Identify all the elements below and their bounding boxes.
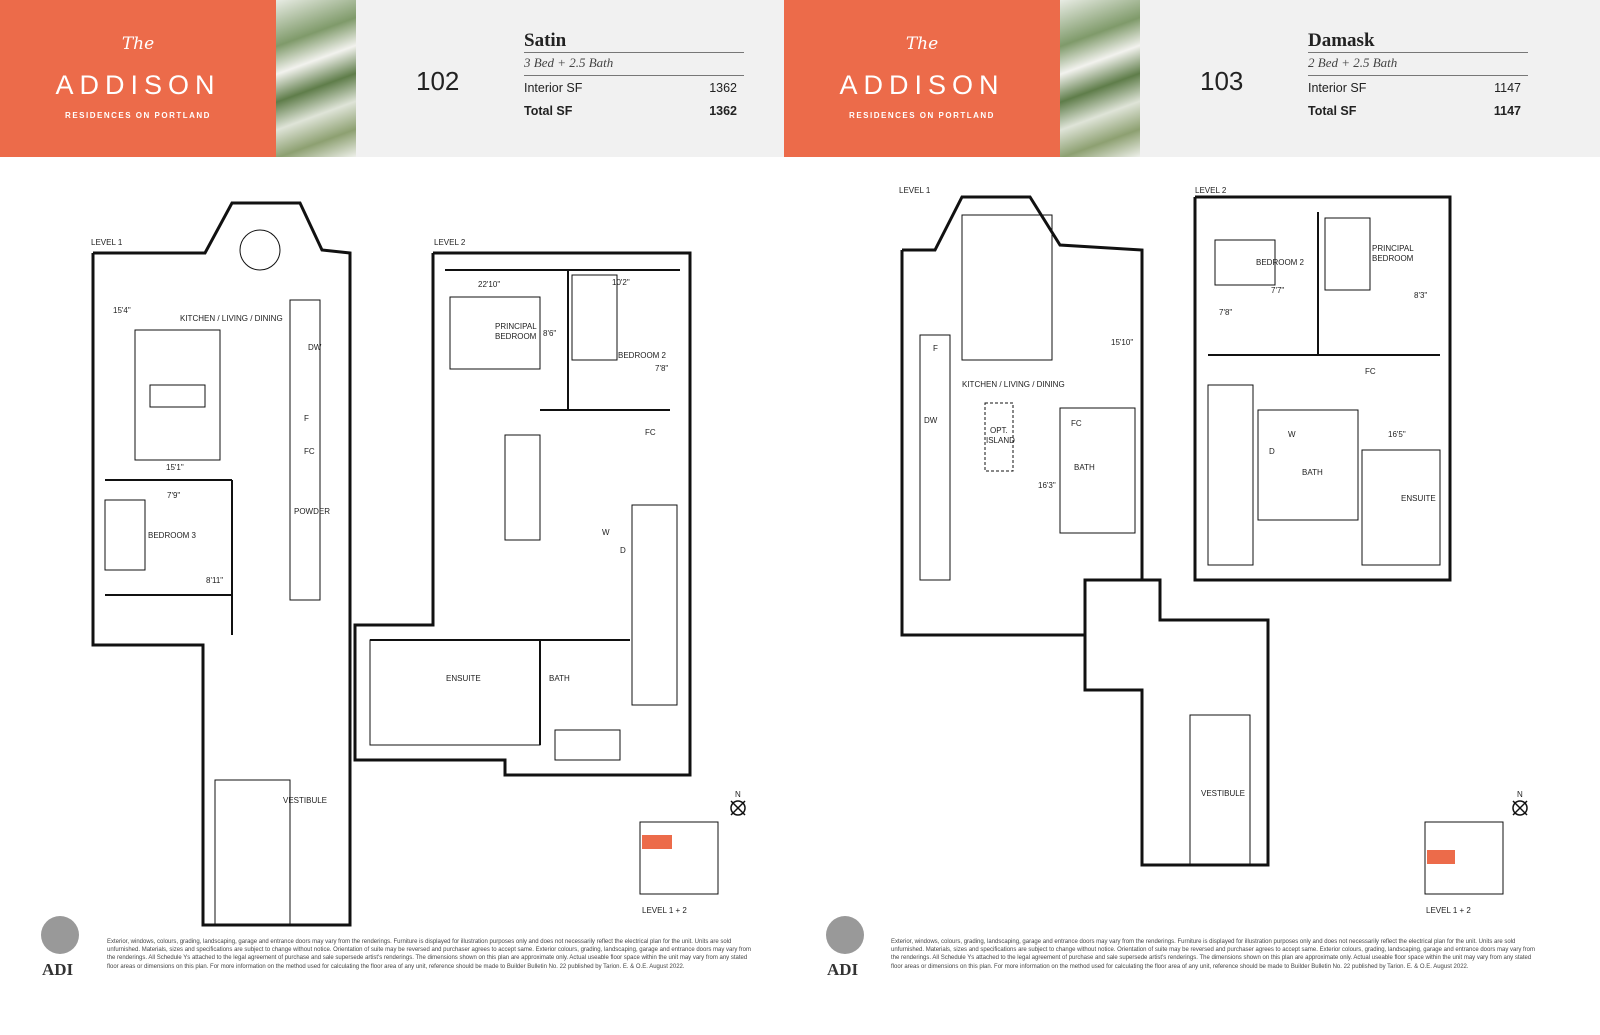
beds-baths: 3 Bed + 2.5 Bath	[524, 55, 614, 70]
brand-logo: The ADDISON RESIDENCES ON PORTLAND	[784, 0, 1060, 157]
plan-label: OPT.	[990, 426, 1008, 435]
unit-info-103: 103 Damask 2 Bed + 2.5 Bath Interior SF 1…	[1140, 0, 1600, 157]
label: Interior SF	[524, 81, 583, 95]
plan-label: LEVEL 1	[91, 238, 123, 247]
value: 1362	[709, 104, 737, 118]
brand-name: ADDISON	[55, 70, 221, 100]
plan-label: DW	[308, 343, 322, 352]
brand-name: ADDISON	[839, 70, 1005, 100]
plan-label: W	[1288, 430, 1296, 439]
disclaimer: Exterior, windows, colours, grading, lan…	[891, 939, 1536, 970]
unit-info-102: 102 Satin 3 Bed + 2.5 Bath Interior SF 13…	[356, 0, 784, 157]
plan-label: FC	[1365, 367, 1376, 376]
plan-label: POWDER	[294, 507, 330, 516]
keyplan-label: LEVEL 1 + 2	[1426, 906, 1471, 915]
plan-label: FC	[1071, 419, 1082, 428]
plan-label: VESTIBULE	[1201, 789, 1246, 798]
plan-label: BEDROOM 3	[148, 531, 197, 540]
plan-label: D	[620, 546, 626, 555]
value: 1147	[1494, 81, 1521, 95]
unit-number: 103	[1200, 66, 1244, 96]
plan-label: KITCHEN / LIVING / DINING	[962, 380, 1065, 389]
plan-label: F	[933, 344, 938, 353]
plan-label: PRINCIPAL	[495, 322, 537, 331]
plan-label: 16'5"	[1388, 430, 1406, 439]
plan-label: F	[304, 414, 309, 423]
adi-lion-logo	[41, 916, 864, 954]
brand-the: The	[905, 34, 939, 54]
label: Total SF	[524, 104, 573, 118]
plan-label: BEDROOM	[495, 332, 537, 341]
plan-label: LEVEL 2	[1195, 186, 1227, 195]
plan-label: 15'1"	[166, 463, 184, 472]
divider	[524, 52, 744, 53]
divider	[1308, 52, 1528, 53]
plan-label: PRINCIPAL	[1372, 244, 1414, 253]
label: Interior SF	[1308, 81, 1367, 95]
interior-sf-row: Interior SF 1362	[524, 81, 737, 95]
brand-subtitle: RESIDENCES ON PORTLAND	[65, 111, 211, 120]
plan-label: BATH	[1302, 468, 1323, 477]
unit-103-level-2-walls	[1193, 195, 1452, 582]
unit-102-level-1-walls	[91, 201, 352, 927]
plan-label: 16'3"	[1038, 481, 1056, 490]
adi-logo-text: ADI	[827, 960, 859, 979]
model-name: Satin	[524, 30, 567, 51]
total-sf-row: Total SF 1362	[524, 104, 737, 118]
brand-logo: The ADDISON RESIDENCES ON PORTLAND	[0, 0, 276, 157]
plan-label: 8'3"	[1414, 291, 1428, 300]
botanical-image	[276, 0, 356, 157]
north-label: N	[735, 790, 741, 799]
plan-label: 22'10"	[478, 280, 501, 289]
divider	[1308, 75, 1528, 76]
plan-label: BATH	[1074, 463, 1095, 472]
plan-label: 8'6"	[543, 329, 557, 338]
plan-label: BEDROOM	[1372, 254, 1414, 263]
north-label: N	[1517, 790, 1523, 799]
plan-label: LEVEL 2	[434, 238, 466, 247]
model-name: Damask	[1308, 30, 1375, 51]
key-plan	[639, 821, 1504, 895]
plan-label: DW	[924, 416, 938, 425]
total-sf-row: Total SF 1147	[1308, 104, 1521, 118]
plan-label: BEDROOM 2	[618, 351, 667, 360]
plan-label: W	[602, 528, 610, 537]
plan-label: 10'2"	[612, 278, 630, 287]
adi-logo-text: ADI	[42, 960, 74, 979]
unit-number: 102	[416, 66, 460, 96]
compass-icon	[730, 800, 1528, 816]
plan-label: KITCHEN / LIVING / DINING	[180, 314, 283, 323]
plan-label: BATH	[549, 674, 570, 683]
unit-102-level-2-walls	[353, 251, 692, 777]
plan-label: 8'11"	[206, 576, 224, 585]
unit-103-level-1-walls	[900, 195, 1270, 867]
beds-baths: 2 Bed + 2.5 Bath	[1308, 55, 1398, 70]
label: Total SF	[1308, 104, 1357, 118]
plan-label: 15'10"	[1111, 338, 1134, 347]
plan-label: VESTIBULE	[283, 796, 328, 805]
plan-label: BEDROOM 2	[1256, 258, 1305, 267]
plan-label: 7'8"	[1219, 308, 1233, 317]
plan-label: 7'9"	[167, 491, 181, 500]
plan-label: FC	[304, 447, 315, 456]
interior-sf-row: Interior SF 1147	[1308, 81, 1521, 95]
plan-label: 15'4"	[113, 306, 131, 315]
brand-the: The	[121, 34, 155, 54]
plan-label: LEVEL 1	[899, 186, 931, 195]
plan-label: ENSUITE	[1401, 494, 1436, 503]
brand-subtitle: RESIDENCES ON PORTLAND	[849, 111, 995, 120]
plan-label: FC	[645, 428, 656, 437]
plan-label: ISLAND	[986, 436, 1015, 445]
divider	[524, 75, 744, 76]
keyplan-label: LEVEL 1 + 2	[642, 906, 687, 915]
value: 1147	[1493, 104, 1521, 118]
plan-label: 7'8"	[655, 364, 669, 373]
plan-label: ENSUITE	[446, 674, 481, 683]
disclaimer: Exterior, windows, colours, grading, lan…	[107, 939, 752, 970]
value: 1362	[709, 81, 737, 95]
plan-label: 7'7"	[1271, 286, 1285, 295]
botanical-image	[1060, 0, 1140, 157]
plan-label: D	[1269, 447, 1275, 456]
